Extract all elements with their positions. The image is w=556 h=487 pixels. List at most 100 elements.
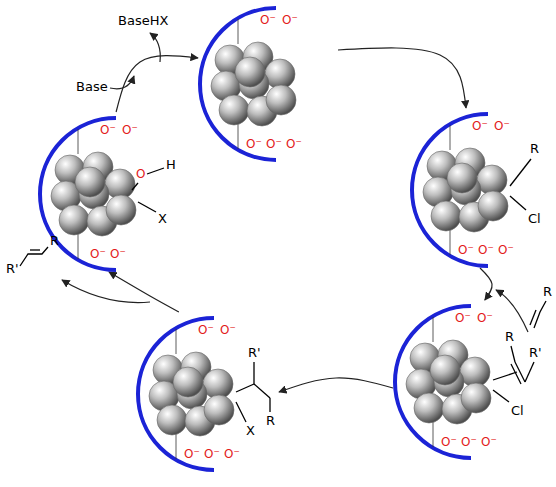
cycle-arrow — [338, 48, 466, 108]
atom-label: O⁻ — [455, 312, 471, 324]
catalyst-species: O⁻O⁻O⁻O⁻O⁻RR'Cl — [393, 300, 546, 460]
metal-atom — [447, 163, 477, 193]
metal-atom — [460, 357, 490, 387]
bond-line — [515, 362, 525, 382]
tether-line — [433, 422, 434, 447]
metal-atom — [477, 165, 507, 195]
atom-label: O⁻ — [224, 448, 240, 460]
catalyst-species: O⁻O⁻O⁻O⁻O⁻R'RX — [136, 312, 279, 472]
bond-line — [253, 362, 254, 384]
atom-label: O⁻ — [472, 120, 488, 132]
atom-label: R' — [248, 346, 261, 359]
bond-line — [511, 346, 515, 362]
atom-label: O⁻ — [220, 324, 236, 336]
product-alkene — [20, 247, 48, 266]
atom-label: O⁻ — [266, 138, 282, 150]
bond-line — [510, 159, 531, 186]
metal-atom — [478, 191, 508, 221]
atom-label: Cl — [511, 404, 524, 417]
cycle-arrow — [279, 378, 393, 392]
metal-atom — [461, 383, 491, 413]
metal-atom — [157, 405, 187, 435]
cycle-arrow — [116, 56, 198, 112]
metal-atom — [173, 367, 203, 397]
atom-label: H — [166, 158, 176, 171]
atom-label: O — [136, 168, 145, 180]
atom-label: O⁻ — [498, 244, 514, 256]
bond-line — [236, 402, 246, 422]
polymer-arc — [138, 318, 214, 470]
bond-line — [493, 372, 517, 380]
atom-label: R — [530, 142, 539, 155]
metal-atom — [431, 201, 461, 231]
metal-atom — [235, 57, 265, 87]
atom-label: O⁻ — [260, 14, 276, 26]
metal-atom — [219, 95, 249, 125]
atom-label: O⁻ — [477, 312, 493, 324]
metal-atom — [106, 195, 136, 225]
atom-label: O⁻ — [494, 120, 510, 132]
metal-atom — [204, 395, 234, 425]
atom-label: Cl — [528, 212, 541, 225]
bond-line — [132, 183, 138, 190]
cycle-arrow — [109, 272, 179, 312]
bond-line — [525, 362, 534, 382]
bond-line — [138, 202, 156, 212]
atom-label: O⁻ — [198, 324, 214, 336]
metal-atom — [414, 393, 444, 423]
atom-label: X — [158, 212, 167, 225]
metal-atom — [203, 369, 233, 399]
tether-line — [176, 329, 177, 354]
reagent-label: R' — [6, 262, 19, 275]
atom-label: O⁻ — [282, 14, 298, 26]
tether-line — [78, 129, 79, 154]
atom-label: O⁻ — [481, 436, 497, 448]
atom-label: R — [505, 330, 514, 343]
bond-line — [254, 384, 270, 398]
atom-label: O⁻ — [286, 138, 302, 150]
catalyst-species: O⁻ O⁻ O⁻ O⁻ O⁻ R Cl — [410, 108, 550, 268]
metal-atom — [265, 59, 295, 89]
tether-line — [78, 234, 79, 259]
product-arrow — [62, 280, 150, 303]
reagent-label: Base — [76, 80, 108, 93]
reagent-label: BaseHX — [118, 14, 168, 27]
metal-atom — [75, 167, 105, 197]
catalyst-species: O⁻ O⁻ O⁻ O⁻ O⁻ — [198, 2, 338, 162]
atom-label: O⁻ — [458, 244, 474, 256]
atom-label: O⁻ — [478, 244, 494, 256]
atom-label: R — [266, 414, 275, 427]
polymer-arc — [412, 114, 488, 266]
polymer-arc — [40, 118, 116, 270]
tether-line — [238, 19, 239, 44]
polymer-arc — [200, 8, 276, 160]
bond-line — [236, 384, 254, 392]
metal-atom — [59, 205, 89, 235]
catalyst-species: O⁻O⁻O⁻O⁻OHX — [38, 112, 180, 272]
tether-line — [433, 317, 434, 342]
metal-atom — [266, 85, 296, 115]
atom-label: O⁻ — [90, 248, 106, 260]
tether-line — [238, 124, 239, 149]
bond-line — [511, 364, 521, 384]
reagent-label: R — [543, 285, 552, 298]
atom-label: O⁻ — [246, 138, 262, 150]
metal-atom — [430, 355, 460, 385]
alkene-arrow — [496, 290, 528, 332]
tether-line — [450, 125, 451, 150]
substrate-alkene — [530, 301, 546, 328]
atom-label: O⁻ — [110, 248, 126, 260]
bond-line — [147, 168, 164, 174]
tether-line — [450, 230, 451, 255]
atom-label: X — [246, 424, 255, 437]
atom-label: O⁻ — [441, 436, 457, 448]
bond-line — [510, 196, 526, 210]
atom-label: O⁻ — [461, 436, 477, 448]
bond-line — [493, 390, 509, 402]
cycle-arrow — [480, 268, 492, 300]
base-arrow — [110, 76, 134, 89]
polymer-arc — [395, 306, 471, 458]
atom-label: O⁻ — [184, 448, 200, 460]
tether-line — [176, 434, 177, 459]
